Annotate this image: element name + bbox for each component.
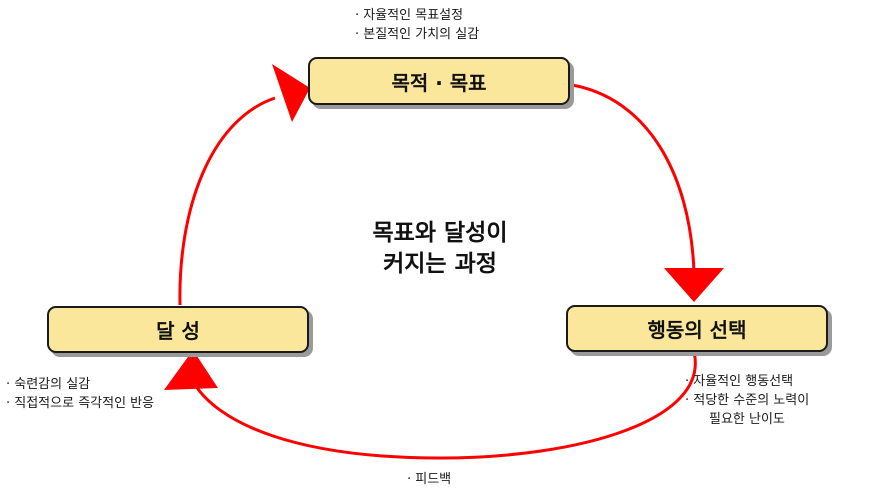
arrow-action-to-achievement [189, 351, 697, 460]
node-action-label: 행동의 선택 [647, 318, 747, 342]
goal-note-2: · 본질적인 가치의 실감 [355, 27, 480, 42]
arrow-achievement-to-goal [178, 96, 276, 306]
action-note-1: · 자율적인 행동선택 [685, 374, 794, 389]
goal-note-1: · 자율적인 목표설정 [355, 8, 464, 23]
feedback-label-text: · 피드백 [407, 472, 452, 487]
node-achievement: 달 성 [47, 306, 309, 353]
feedback-label: · 피드백 [407, 470, 451, 489]
arrow-goal-to-action [571, 83, 696, 273]
action-note-3: 필요한 난이도 [709, 412, 785, 427]
node-goal: 목적 · 목표 [308, 57, 570, 105]
achievement-notes: · 숙련감의 실감 · 직접적으로 즉각적인 반응 [6, 375, 154, 413]
node-action: 행동의 선택 [566, 305, 828, 352]
arrowhead-achievement-to-goal [272, 64, 310, 122]
arrowhead-goal-to-action [664, 268, 724, 302]
goal-notes: · 자율적인 목표설정 · 본질적인 가치의 실감 [355, 6, 479, 44]
node-goal-label: 목적 · 목표 [391, 70, 487, 95]
center-title-line-1: 목표와 달성이 [372, 220, 508, 246]
action-notes: · 자율적인 행동선택 · 적당한 수준의 노력이 필요한 난이도 [685, 372, 809, 429]
action-note-2: · 적당한 수준의 노력이 [685, 393, 810, 408]
arrowhead-action-to-achievement [164, 350, 218, 390]
node-achievement-label: 달 성 [156, 319, 200, 343]
achievement-note-2: · 직접적으로 즉각적인 반응 [6, 396, 155, 411]
center-title-line-2: 커지는 과정 [383, 251, 497, 277]
achievement-note-1: · 숙련감의 실감 [6, 377, 91, 392]
center-title: 목표와 달성이 커지는 과정 [330, 218, 550, 280]
